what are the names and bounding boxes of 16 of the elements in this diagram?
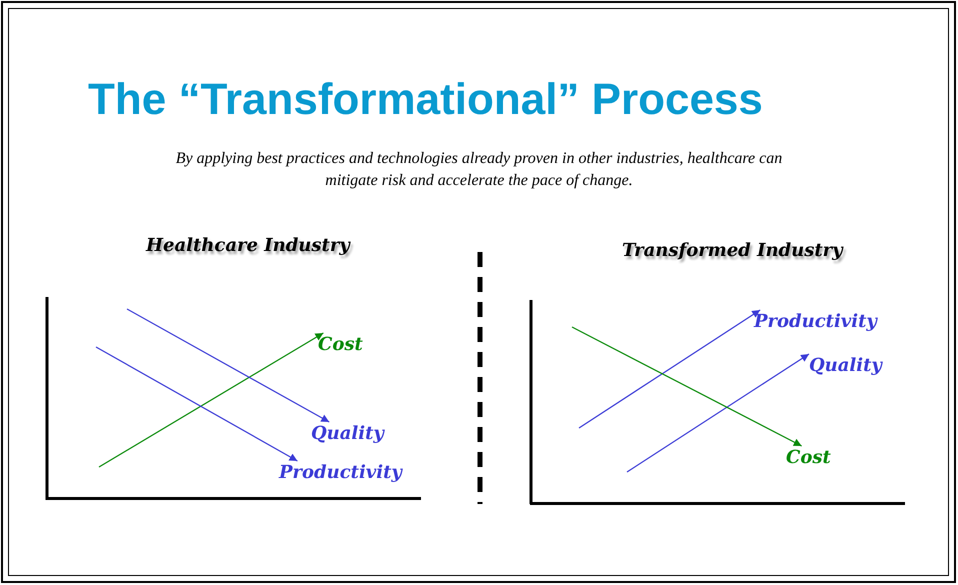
line-label: Cost (318, 333, 363, 356)
arrow (626, 354, 810, 472)
panel-heading: Transformed Industry (622, 239, 843, 263)
panel-heading: Healthcare Industry (146, 234, 350, 258)
title: The “Transformational” Process (88, 74, 763, 126)
line-label: Quality (311, 422, 384, 445)
line-label: Productivity (279, 461, 402, 484)
arrow (572, 326, 802, 447)
arrow (98, 332, 324, 468)
arrow (578, 310, 760, 428)
line-label: Cost (786, 446, 831, 469)
line-label: Quality (809, 354, 882, 377)
arrow (96, 346, 298, 462)
line-label: Productivity (754, 310, 877, 333)
arrow (126, 308, 330, 423)
subtitle: By applying best practices and technologies already proven in other industries, healthcare can mitigate risk and accelerate the pace of change. (174, 149, 784, 191)
